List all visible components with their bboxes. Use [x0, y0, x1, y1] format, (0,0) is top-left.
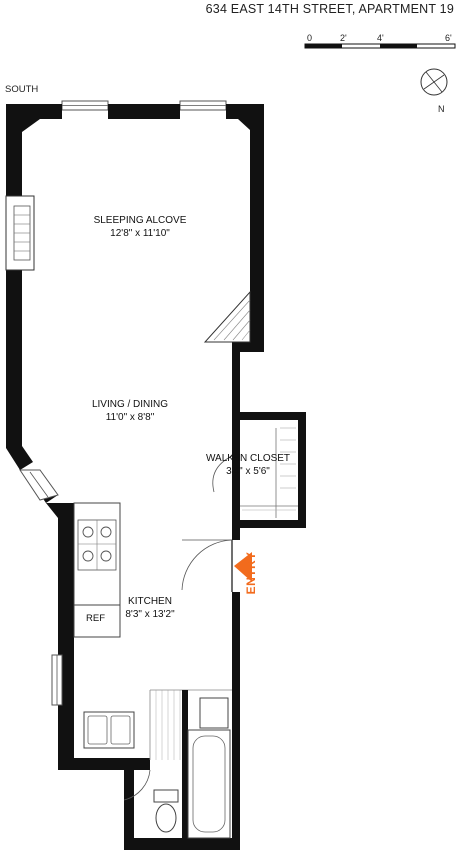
scale-tick-6: 6': [445, 33, 452, 43]
scale-tick-4: 4': [377, 33, 384, 43]
room-dims: 12'8" x 11'10": [110, 228, 170, 239]
bathroom-vanity: [199, 697, 229, 729]
bathroom-door: [123, 769, 151, 801]
closet-fixtures: [212, 427, 298, 518]
entry-door: [181, 539, 233, 592]
plan-title: 634 EAST 14TH STREET, APARTMENT 19: [205, 2, 454, 16]
room-living-dining: LIVING / DINING 11'0" x 8'8": [50, 398, 210, 424]
south-label: SOUTH: [5, 84, 39, 95]
room-name: KITCHEN: [128, 596, 172, 607]
bathtub-icon: [187, 729, 231, 839]
scale-tick-0: 0: [307, 33, 313, 43]
walls: [6, 104, 306, 850]
entry-arrow-icon: [234, 552, 252, 582]
scale-tick-2: 2': [340, 33, 347, 43]
angled-window: [19, 469, 59, 501]
room-name: SLEEPING ALCOVE: [93, 215, 187, 226]
room-kitchen: KITCHEN 8'3" x 13'2": [100, 595, 200, 621]
room-name: WALK-IN CLOSET: [205, 453, 291, 464]
sink-icon: [83, 711, 135, 749]
room-dims: 3'4" x 5'6": [226, 466, 270, 477]
fireplace-icon: [5, 195, 35, 271]
refrigerator: [73, 604, 121, 638]
toilet-icon: [153, 789, 179, 833]
room-name: LIVING / DINING: [91, 399, 169, 410]
bathroom-partition: [149, 689, 232, 838]
compass-icon: [420, 68, 448, 96]
entry-label: ENTRY: [244, 551, 258, 595]
kitchen-window: [51, 654, 63, 706]
room-sleeping-alcove: SLEEPING ALCOVE 12'8" x 11'10": [60, 214, 220, 240]
hatched-column: [203, 290, 251, 343]
room-dims: 8'3" x 13'2": [125, 609, 175, 620]
ref-label: REF: [86, 613, 105, 624]
room-dims: 11'0" x 8'8": [105, 412, 155, 423]
north-label: N: [438, 104, 445, 114]
kitchen-counter: [73, 502, 121, 606]
room-walk-in-closet: WALK-IN CLOSET 3'4" x 5'6": [198, 452, 298, 478]
scale-bar: [304, 43, 456, 49]
